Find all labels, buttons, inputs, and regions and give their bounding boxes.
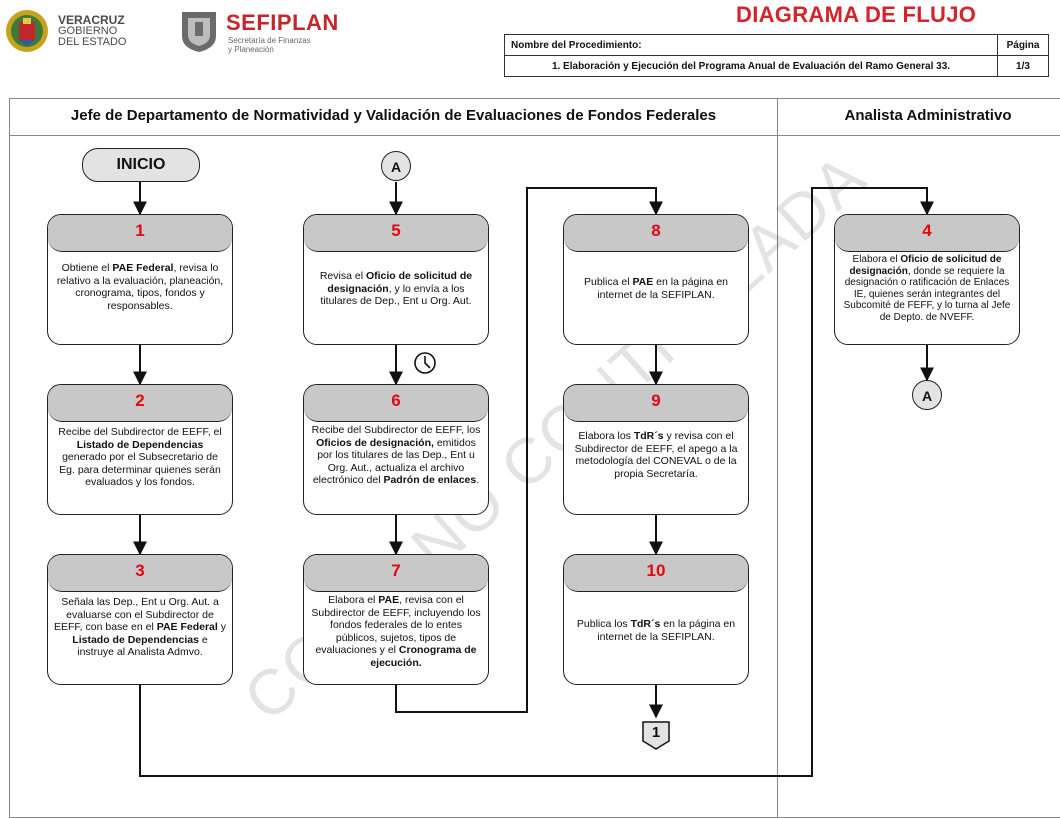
- arrow-3-to-4: [139, 187, 934, 777]
- step-5-text: Revisa el Oficio de solicitud de designa…: [319, 270, 473, 307]
- sefiplan-subtitle: Secretaría de Finanzas y Planeación: [228, 36, 311, 54]
- lane-right-title: Analista Administrativo: [844, 107, 1012, 124]
- lane-header-divider: [9, 135, 1060, 136]
- sefiplan-sub-line-2: y Planeación: [228, 45, 274, 54]
- step-10-text: Publica los TdR´s en la página en intern…: [576, 618, 736, 643]
- step-8-text: Publica el PAE en la página en internet …: [584, 276, 728, 301]
- step-5-number: 5: [304, 215, 488, 252]
- step-3: 3 Señala las Dep., Ent u Org. Aut. a eva…: [47, 554, 233, 685]
- arrow-7-to-8: [395, 187, 663, 713]
- step-2: 2 Recibe del Subdirector de EEFF, el Lis…: [47, 384, 233, 515]
- veracruz-name: VERACRUZ: [58, 13, 125, 27]
- step-9-number: 9: [564, 385, 748, 422]
- offpage-connector-label: 1: [651, 724, 661, 741]
- step-7-text: Elabora el PAE, revisa con el Subdirecto…: [311, 594, 481, 669]
- step-8: 8 Publica el PAE en la página en interne…: [563, 214, 749, 345]
- step-4-text: Elabora el Oficio de solicitud de design…: [843, 254, 1011, 323]
- step-7-number: 7: [304, 555, 488, 592]
- step-1-number: 1: [48, 215, 232, 252]
- lane-left-title: Jefe de Departamento de Normatividad y V…: [70, 107, 717, 124]
- step-3-text: Señala las Dep., Ent u Org. Aut. a evalu…: [54, 596, 226, 658]
- step-6-text: Recibe del Subdirector de EEFF, los Ofic…: [311, 424, 481, 486]
- procedure-table: Nombre del Procedimiento: Página 1. Elab…: [504, 34, 1049, 77]
- connector-a-top: A: [381, 151, 411, 181]
- step-9-text: Elabora los TdR´s y revisa con el Subdir…: [574, 430, 738, 480]
- step-6-number: 6: [304, 385, 488, 422]
- step-10: 10 Publica los TdR´s en la página en int…: [563, 554, 749, 685]
- step-4: 4 Elabora el Oficio de solicitud de desi…: [834, 214, 1020, 345]
- sefiplan-name: SEFIPLAN: [226, 10, 339, 35]
- start-terminal: INICIO: [82, 148, 200, 182]
- step-2-text: Recibe del Subdirector de EEFF, el Lista…: [58, 426, 222, 488]
- step-4-number: 4: [835, 215, 1019, 252]
- veracruz-gobierno: GOBIERNO: [58, 25, 118, 37]
- offpage-connector-shape: [642, 721, 670, 750]
- sefiplan-logo: [178, 8, 220, 54]
- veracruz-logo: [4, 8, 50, 54]
- veracruz-seal-icon: [6, 10, 48, 52]
- step-3-number: 3: [48, 555, 232, 592]
- step-1: 1 Obtiene el PAE Federal, revisa lo rela…: [47, 214, 233, 345]
- sefiplan-sub-line-1: Secretaría de Finanzas: [228, 36, 311, 45]
- step-1-text: Obtiene el PAE Federal, revisa lo relati…: [56, 262, 224, 312]
- connector-a-bottom: A: [912, 380, 942, 410]
- sefiplan-emblem-icon: [182, 12, 216, 52]
- step-9: 9 Elabora los TdR´s y revisa con el Subd…: [563, 384, 749, 515]
- wait-clock-icon: [414, 352, 436, 374]
- step-10-number: 10: [564, 555, 748, 592]
- veracruz-estado: DEL ESTADO: [58, 36, 127, 48]
- step-8-number: 8: [564, 215, 748, 252]
- step-7: 7 Elabora el PAE, revisa con el Subdirec…: [303, 554, 489, 685]
- step-6: 6 Recibe del Subdirector de EEFF, los Of…: [303, 384, 489, 515]
- step-2-number: 2: [48, 385, 232, 422]
- document-title: DIAGRAMA DE FLUJO: [736, 2, 977, 27]
- step-5: 5 Revisa el Oficio de solicitud de desig…: [303, 214, 489, 345]
- veracruz-logo-text: VERACRUZ GOBIERNO DEL ESTADO: [58, 14, 126, 48]
- page-number: 1/3: [997, 55, 1049, 77]
